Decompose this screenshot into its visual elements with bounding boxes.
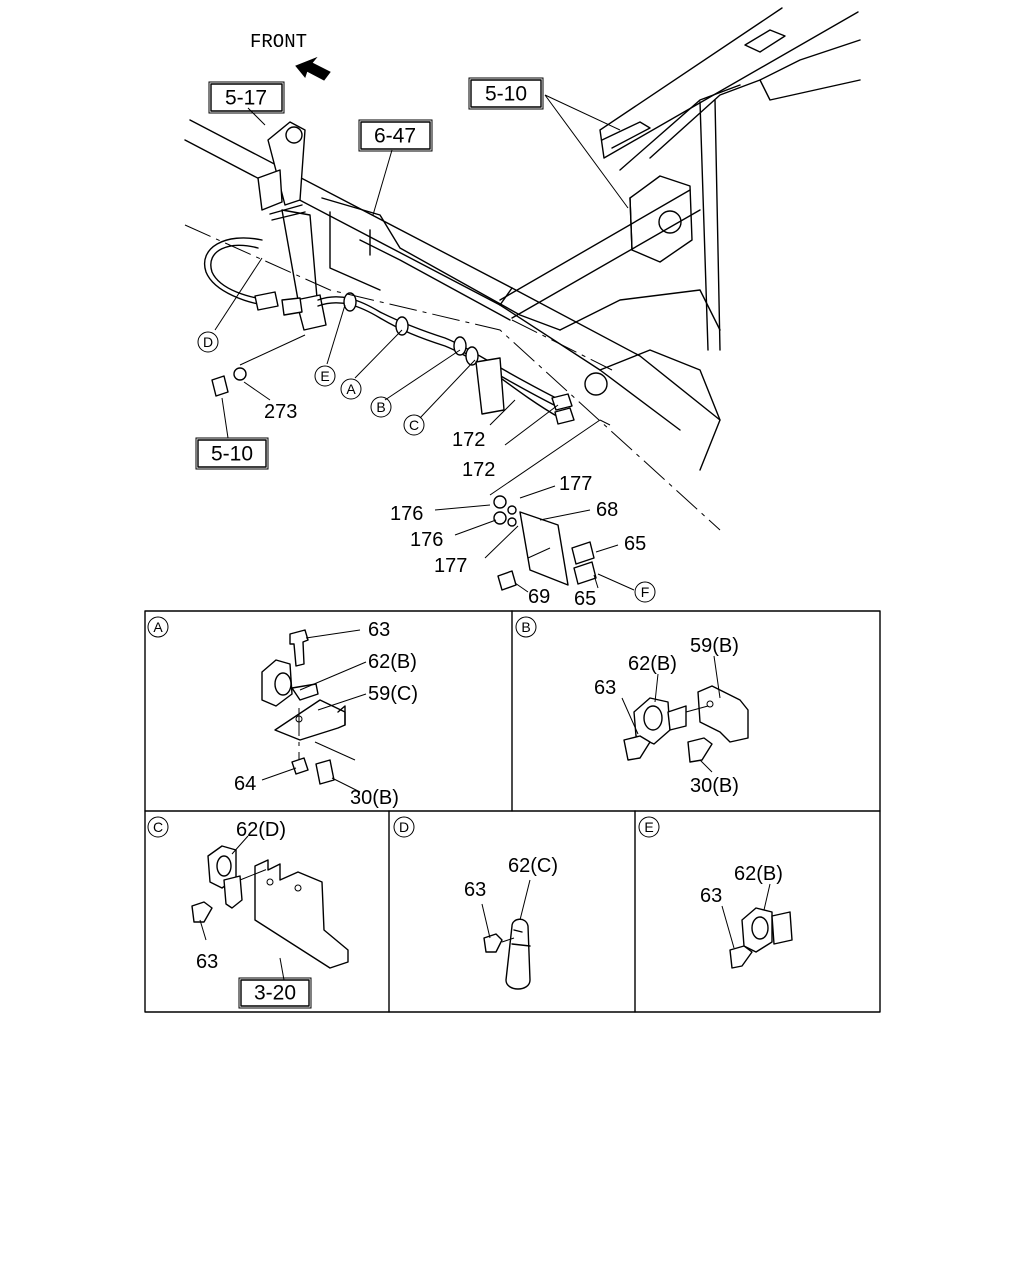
panel-a: A 63 62(B) 59(C) 64 30(B)	[147, 616, 418, 809]
panel-a-header: A	[147, 616, 169, 638]
panel-d: D 62(C) 63	[393, 816, 558, 990]
pa-63: 63	[368, 619, 390, 641]
callout-a-label: A	[346, 381, 356, 397]
svg-text:D: D	[399, 819, 409, 835]
ref-box-5-10-top: 5-10	[468, 77, 544, 110]
main-part-numbers: 273 172 172 177 176 68 176 65 177 65 69	[264, 401, 646, 610]
svg-text:B: B	[521, 619, 530, 635]
pd-62c: 62(C)	[508, 855, 558, 877]
pn-68: 68	[596, 499, 618, 521]
pc-62d: 62(D)	[236, 819, 286, 841]
callout-a: A	[340, 378, 362, 400]
panel-e-header: E	[638, 816, 660, 838]
pn-176-b: 176	[410, 529, 443, 551]
pn-172-b: 172	[462, 459, 495, 481]
callout-c-label: C	[409, 417, 419, 433]
svg-text:E: E	[644, 819, 653, 835]
pn-177-a: 177	[559, 473, 592, 495]
pb-30b: 30(B)	[690, 775, 739, 797]
pb-63: 63	[594, 677, 616, 699]
callout-d-label: D	[203, 334, 213, 350]
pa-64: 64	[234, 773, 256, 795]
pn-69: 69	[528, 586, 550, 608]
pn-177-b: 177	[434, 555, 467, 577]
ref-box-5-10-top-label: 5-10	[485, 83, 527, 106]
panel-b-header: B	[515, 616, 537, 638]
ref-boxes: 5-17 6-47 5-10 5-10	[195, 77, 544, 470]
callout-e-label: E	[320, 368, 329, 384]
pe-63: 63	[700, 885, 722, 907]
pn-172-a: 172	[452, 429, 485, 451]
callout-f: F	[634, 581, 656, 603]
ref-box-5-10-left: 5-10	[195, 437, 269, 470]
pn-65-a: 65	[624, 533, 646, 555]
front-arrow-icon	[295, 56, 331, 81]
panel-d-header: D	[393, 816, 415, 838]
frame-illustration: FRONT	[184, 7, 861, 593]
pn-176-a: 176	[390, 503, 423, 525]
ref-box-5-17: 5-17	[208, 81, 285, 114]
pb-59b: 59(B)	[690, 635, 739, 657]
panel-e: E 62(B) 63	[638, 816, 793, 969]
main-callouts: D E A B C F	[197, 331, 656, 603]
callout-e: E	[314, 365, 336, 387]
callout-b-label: B	[376, 399, 385, 415]
callout-f-label: F	[641, 584, 650, 600]
panel-c-header: C	[147, 816, 169, 838]
pa-30b: 30(B)	[350, 787, 399, 809]
pn-65-b: 65	[574, 588, 596, 610]
pn-273: 273	[264, 401, 297, 423]
svg-text:C: C	[153, 819, 163, 835]
pa-62b: 62(B)	[368, 651, 417, 673]
ref-box-6-47: 6-47	[358, 119, 433, 152]
pe-62b: 62(B)	[734, 863, 783, 885]
svg-text:A: A	[153, 619, 163, 635]
ref-box-5-17-label: 5-17	[225, 87, 267, 110]
callout-c: C	[403, 414, 425, 436]
callout-b: B	[370, 396, 392, 418]
front-label: FRONT	[250, 31, 307, 53]
pd-63: 63	[464, 879, 486, 901]
detail-panels-frame	[144, 610, 881, 1013]
ref-box-3-20-label: 3-20	[254, 982, 296, 1005]
ref-box-5-10-left-label: 5-10	[211, 443, 253, 466]
pa-59c: 59(C)	[368, 683, 418, 705]
pb-62b: 62(B)	[628, 653, 677, 675]
panel-b: B 59(B) 62(B) 63 30(B)	[515, 616, 749, 797]
callout-d: D	[197, 331, 219, 353]
pc-63: 63	[196, 951, 218, 973]
ref-box-3-20: 3-20	[238, 977, 312, 1009]
panel-c: C 62(D) 63 3-20	[147, 816, 349, 1009]
ref-box-6-47-label: 6-47	[374, 125, 416, 148]
